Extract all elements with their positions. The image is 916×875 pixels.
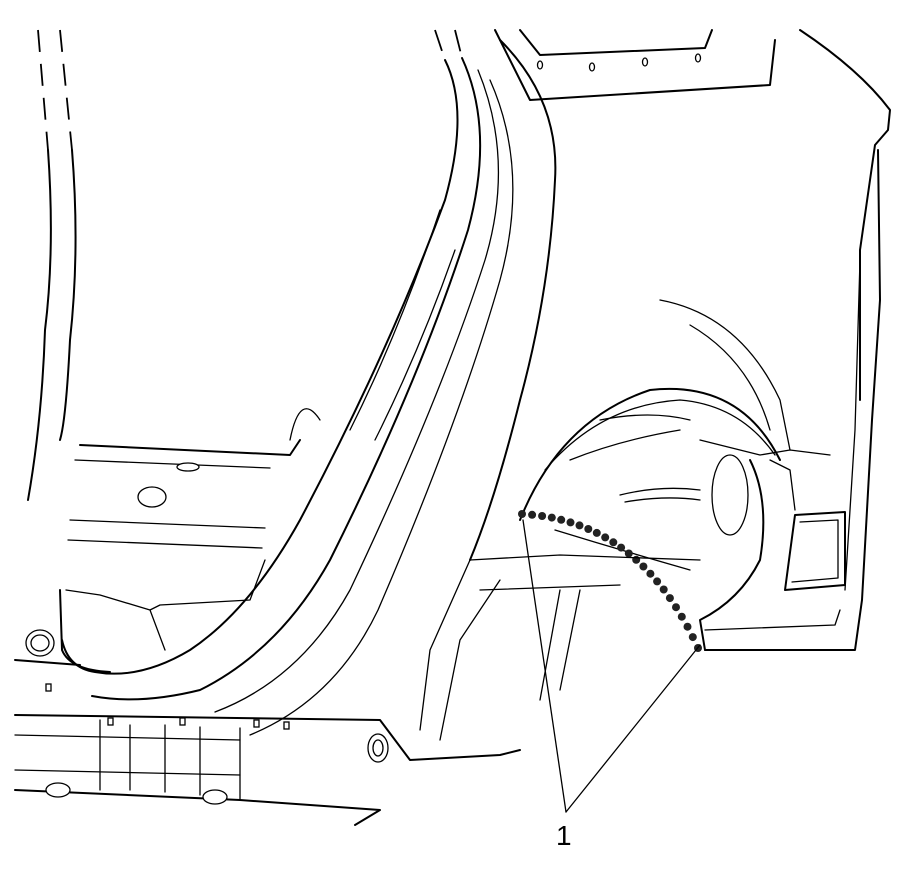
weld-point bbox=[538, 512, 547, 520]
callout-label: 1 bbox=[556, 820, 572, 851]
weld-point bbox=[617, 543, 626, 552]
weld-point bbox=[601, 533, 610, 542]
quarter-panel-edge bbox=[704, 149, 881, 651]
weld-point bbox=[659, 585, 668, 594]
weld-point bbox=[688, 633, 697, 642]
weld-point bbox=[575, 521, 584, 530]
weld-point bbox=[547, 513, 556, 522]
rocker-panel bbox=[14, 439, 701, 826]
c-pillar bbox=[61, 29, 557, 736]
weld-point bbox=[557, 515, 566, 524]
weld-point bbox=[683, 622, 692, 631]
weld-point bbox=[518, 510, 526, 518]
door-opening-frame bbox=[27, 29, 77, 501]
weld-point bbox=[653, 577, 662, 586]
wheelhouse bbox=[519, 299, 831, 651]
weld-point bbox=[592, 528, 601, 537]
roof-panel bbox=[494, 29, 891, 401]
weld-point bbox=[639, 562, 648, 571]
callout-1: 1 bbox=[522, 519, 701, 851]
weld-point bbox=[566, 518, 575, 527]
weld-point bbox=[677, 612, 686, 621]
weld-point bbox=[646, 569, 655, 578]
weld-point bbox=[624, 549, 633, 558]
weld-point bbox=[665, 594, 674, 603]
weld-points bbox=[518, 510, 702, 652]
weld-point bbox=[609, 538, 618, 547]
weld-point bbox=[584, 525, 593, 533]
weld-point bbox=[672, 603, 680, 612]
weld-point bbox=[528, 510, 537, 519]
